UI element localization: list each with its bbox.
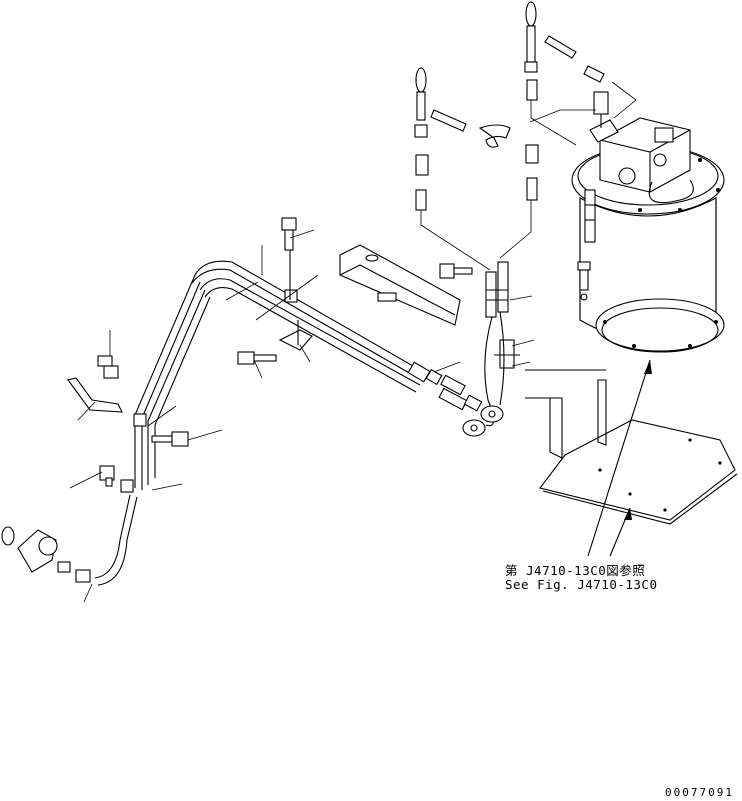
tank-bolt bbox=[577, 261, 591, 301]
reference-note-en: See Fig. J4710-13C0 bbox=[505, 577, 658, 592]
drawing-number: 00077091 bbox=[665, 786, 734, 799]
reference-arrows bbox=[587, 359, 652, 557]
junction-fittings bbox=[439, 261, 520, 437]
reference-note-jp: 第 J4710-13C0図参照 bbox=[505, 563, 646, 578]
valve-block bbox=[584, 91, 694, 243]
left-parts bbox=[1, 351, 277, 583]
pipe-assembly bbox=[94, 217, 483, 586]
base-plate bbox=[525, 369, 738, 525]
upper-hoses bbox=[414, 1, 637, 271]
mounting-bracket bbox=[339, 244, 461, 326]
leader-lines bbox=[69, 229, 535, 603]
